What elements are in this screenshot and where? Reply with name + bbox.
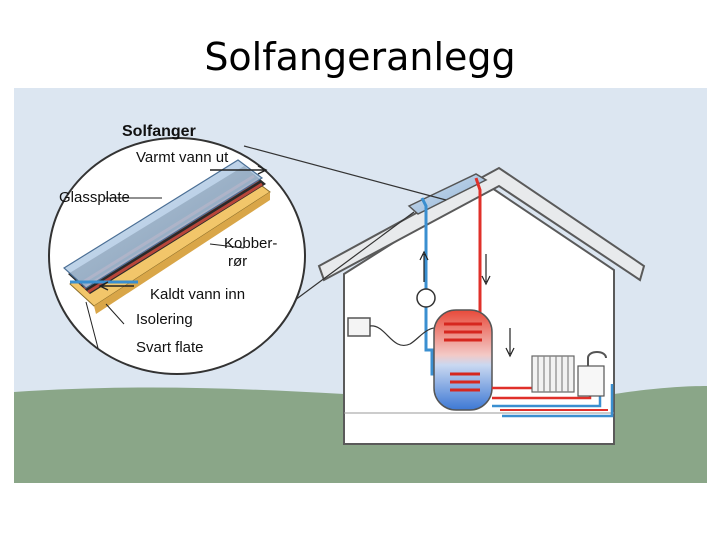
label-isolering: Isolering	[136, 311, 193, 328]
label-kobber: Kobber-	[224, 235, 277, 252]
controller-box	[347, 317, 371, 337]
roof-solar-panel	[407, 173, 488, 215]
down-arrow-2	[505, 328, 515, 358]
label-svart-flate: Svart flate	[136, 339, 204, 356]
label-ror: rør	[228, 253, 247, 270]
label-solfanger: Solfanger	[122, 123, 196, 140]
down-arrow	[481, 254, 491, 286]
label-glassplate: Glassplate	[59, 189, 130, 206]
label-varmt-vann-ut: Varmt vann ut	[136, 149, 229, 166]
cold-in-arrow	[98, 281, 134, 291]
up-arrow	[419, 250, 429, 282]
pump	[416, 288, 436, 308]
boiler	[577, 351, 607, 397]
tank-cold-coil	[450, 372, 480, 392]
label-kaldt-vann-inn: Kaldt vann inn	[150, 286, 245, 303]
hot-water-tank	[433, 309, 493, 411]
hot-out-arrow	[210, 165, 268, 175]
zoom-line-top	[243, 145, 447, 201]
radiator	[531, 355, 575, 393]
solar-heating-diagram: Solfanger Varmt vann ut Glassplate Kobbe…	[14, 88, 707, 483]
slide-title: Solfangeranlegg	[204, 35, 516, 79]
tank-hot-coil	[444, 322, 482, 342]
